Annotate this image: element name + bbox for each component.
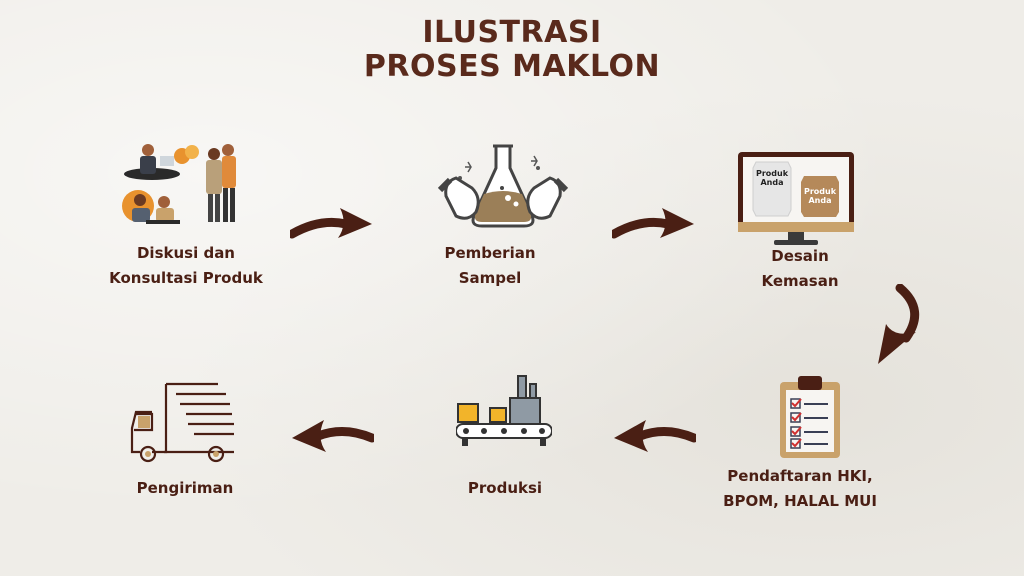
step-label-shipping: Pengiriman [136,479,234,497]
step-label-production: Produksi [467,479,543,497]
arrow-right-2 [612,208,694,239]
conveyor-production-icon [456,375,552,446]
arrow-down-curve [878,284,920,364]
lab-flask-icon [438,144,568,228]
package-label-2-line-2: Anda [808,196,831,205]
step-label-sample: Pemberian Sampel [444,244,536,287]
package-label-1-line-1: Produk [756,169,789,178]
step-label-registration: Pendaftaran HKI, BPOM, HALAL MUI [723,467,877,510]
monitor-packaging-icon: Produk Anda Produk Anda [738,152,854,245]
business-meeting-icon [122,144,236,224]
delivery-truck-icon [130,382,234,463]
arrow-left-1 [614,420,696,452]
step-label-consultation: Diskusi dan Konsultasi Produk [109,244,263,287]
title-line-2: PROSES MAKLON [363,49,661,84]
package-label-1-line-2: Anda [760,178,783,187]
title-line-1: ILUSTRASI [422,15,602,50]
page-title: ILUSTRASI PROSES MAKLON [0,16,1024,84]
package-label-2-line-1: Produk [804,187,837,196]
clipboard-checklist-icon [780,376,840,458]
step-label-packaging-design: Desain Kemasan [761,247,839,290]
arrow-left-2 [292,420,374,452]
arrow-right-1 [290,208,372,239]
